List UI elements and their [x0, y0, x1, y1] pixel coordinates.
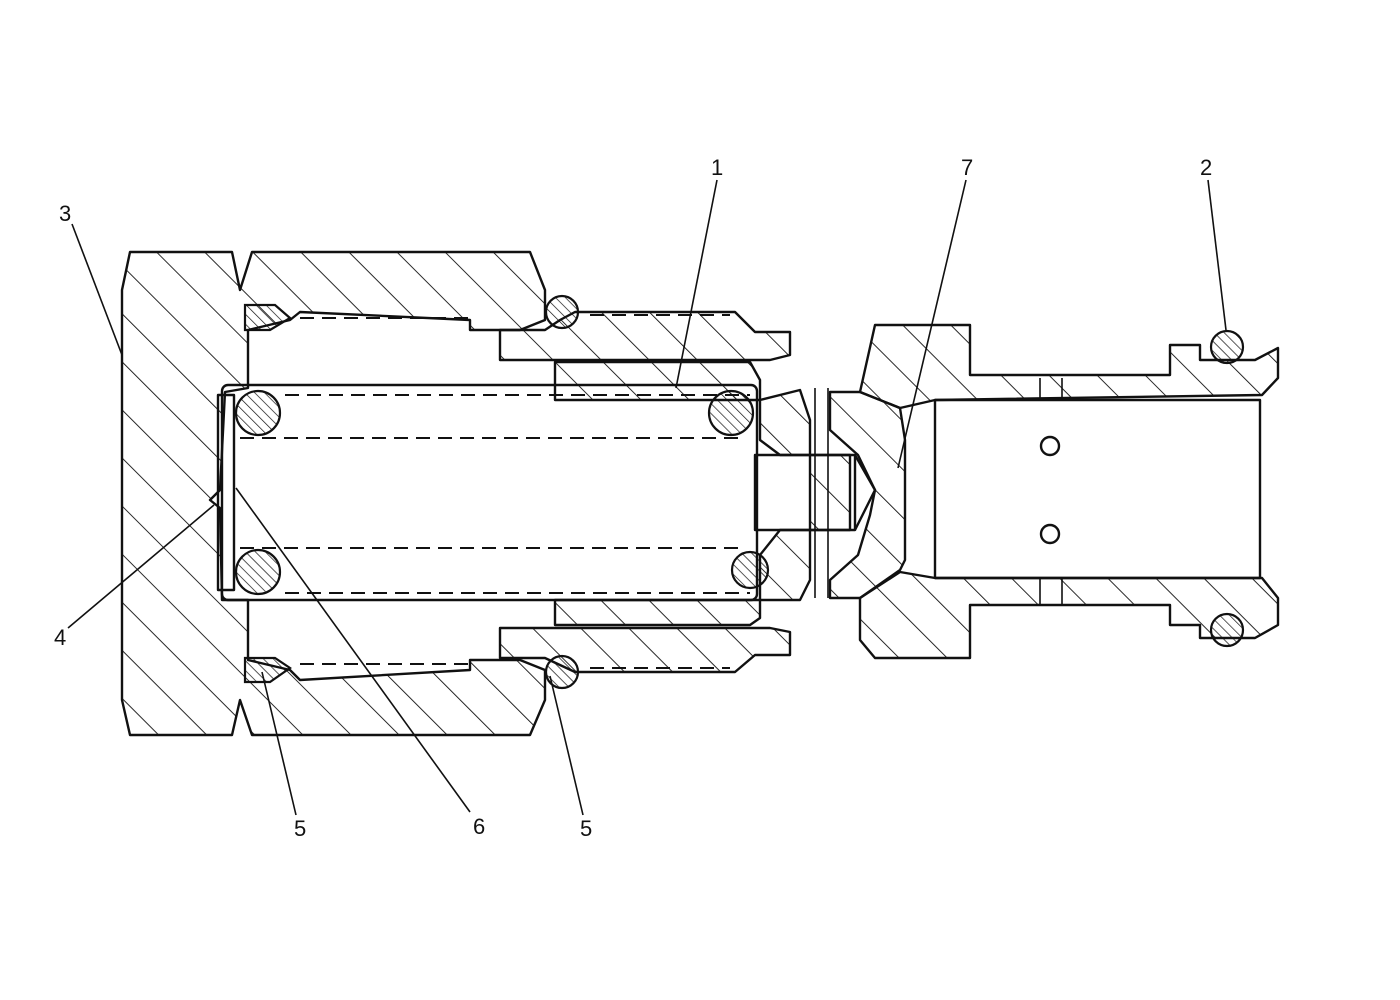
leader-5b	[549, 675, 584, 816]
leader-6	[235, 487, 471, 813]
callout-5a: 5	[294, 816, 306, 841]
leader-3	[71, 223, 123, 356]
leader-7	[897, 179, 967, 469]
callout-3: 3	[59, 201, 71, 226]
leader-lines	[67, 179, 1227, 816]
leader-4	[67, 504, 215, 629]
callout-7: 7	[961, 155, 973, 180]
callout-6: 6	[473, 814, 485, 839]
callout-1: 1	[711, 155, 723, 180]
seat-block	[758, 388, 907, 602]
o-ring-seals	[243, 294, 1245, 690]
sleeve-upper	[498, 310, 792, 402]
callout-labels: 1 2 3 4 5 5 6 7	[54, 155, 1212, 841]
sleeve-lower	[498, 598, 792, 674]
leader-2	[1207, 179, 1227, 331]
leader-1	[675, 179, 718, 389]
callout-5b: 5	[580, 816, 592, 841]
callout-2: 2	[1200, 155, 1212, 180]
right-plunger	[814, 378, 1262, 604]
housing-cap	[120, 250, 547, 737]
nozzle-body	[858, 323, 1280, 660]
callout-4: 4	[54, 625, 66, 650]
spring-coils	[234, 389, 770, 596]
piston-cylinder	[216, 314, 877, 669]
leader-5a	[261, 671, 297, 816]
